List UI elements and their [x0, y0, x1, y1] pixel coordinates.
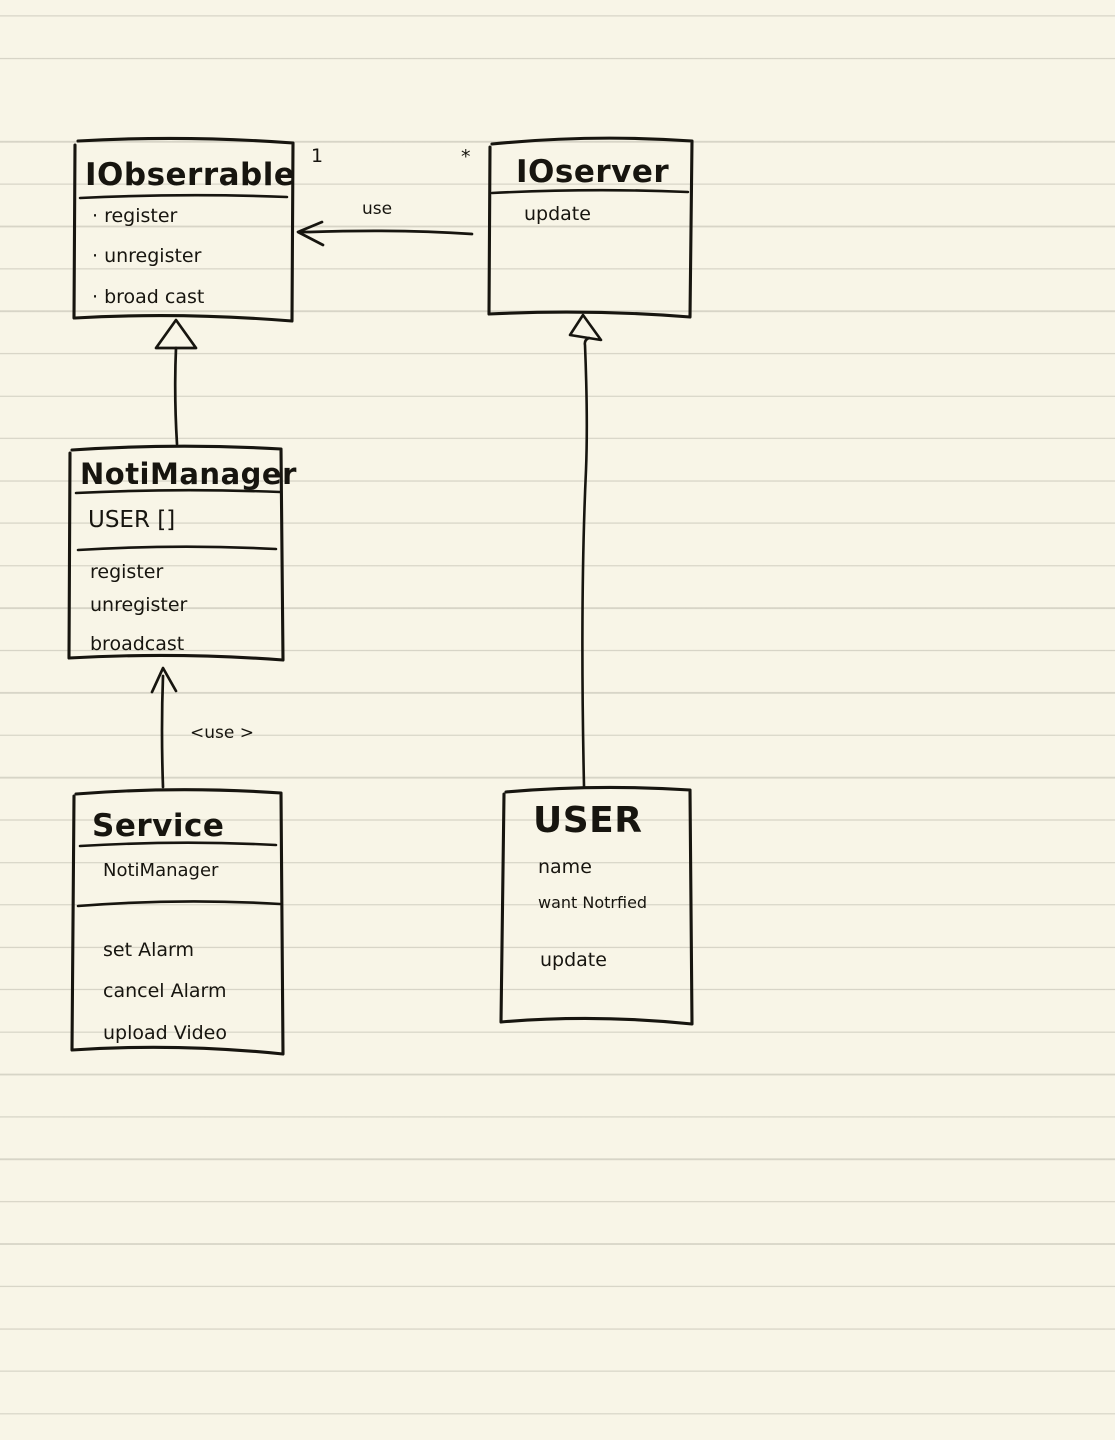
- class-attributes-divider: [76, 900, 282, 908]
- class-method-1: cancel Alarm: [103, 980, 227, 1002]
- connector-inheritance-user[interactable]: [568, 313, 603, 788]
- connector-use-association[interactable]: use 1 *: [296, 145, 474, 247]
- class-title-divider: [78, 193, 289, 200]
- class-title-divider: [490, 188, 690, 195]
- dependency-line: [160, 674, 165, 789]
- class-name-notimanager: NotiManager: [80, 457, 297, 491]
- class-box-iobserver[interactable]: IOserver update: [487, 136, 694, 319]
- class-method-1: · unregister: [92, 245, 202, 267]
- class-box-service[interactable]: Service NotiManager set Alarm cancel Ala…: [70, 788, 285, 1056]
- class-box-outline: [487, 136, 694, 319]
- class-box-outline: [72, 136, 295, 323]
- multiplicity-source: *: [461, 146, 471, 168]
- class-method-0: update: [540, 949, 607, 971]
- class-method-2: broadcast: [90, 633, 184, 655]
- connector-service-use[interactable]: <use >: [150, 666, 254, 789]
- class-method-2: upload Video: [103, 1022, 227, 1044]
- class-method-2: · broad cast: [92, 286, 204, 308]
- class-attribute-0: USER []: [88, 507, 175, 533]
- class-box-outline: [499, 785, 694, 1026]
- class-name-user: USER: [533, 800, 642, 841]
- generalization-line: [173, 346, 179, 446]
- class-method-1: unregister: [90, 594, 188, 616]
- class-attribute-0: NotiManager: [103, 860, 219, 881]
- class-box-user[interactable]: USER name want Notrfied update: [499, 785, 694, 1026]
- class-box-outline: [70, 788, 285, 1056]
- generalization-line: [581, 336, 591, 788]
- class-title-divider: [74, 488, 282, 495]
- open-arrowhead-icon: [150, 666, 178, 694]
- hollow-triangle-icon: [568, 313, 603, 342]
- class-attribute-1: want Notrfied: [538, 893, 647, 912]
- multiplicity-target: 1: [311, 145, 323, 167]
- connector-label-use: use: [362, 199, 392, 219]
- class-title-divider: [78, 841, 278, 848]
- class-method-0: · register: [92, 205, 178, 227]
- class-method-0: update: [524, 203, 591, 225]
- class-box-iobservable[interactable]: IObserrable · register · unregister · br…: [72, 136, 295, 323]
- class-name-service: Service: [92, 808, 224, 844]
- class-attribute-0: name: [538, 856, 592, 878]
- connector-label-service-use: <use >: [190, 723, 254, 743]
- class-attributes-divider: [76, 545, 278, 552]
- association-line: [298, 229, 474, 236]
- class-box-notimanager[interactable]: NotiManager USER [] register unregister …: [67, 444, 297, 662]
- class-method-0: register: [90, 561, 163, 583]
- hollow-triangle-icon: [154, 318, 198, 350]
- connector-inheritance-notimanager[interactable]: [154, 318, 198, 446]
- open-arrowhead-icon: [296, 220, 325, 247]
- class-method-0: set Alarm: [103, 939, 194, 961]
- class-name-iobservable: IObserrable: [85, 157, 295, 193]
- class-box-outline: [67, 444, 285, 662]
- class-name-iobserver: IOserver: [516, 154, 669, 190]
